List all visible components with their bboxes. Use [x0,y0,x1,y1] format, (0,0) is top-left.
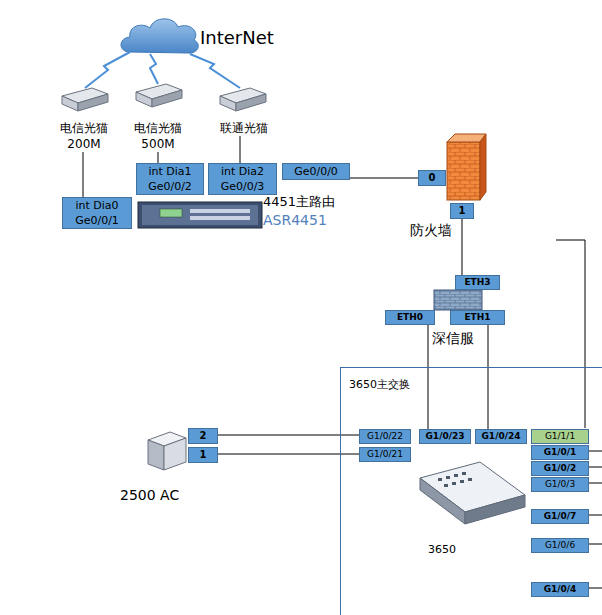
node-text: ETH0 [389,311,431,324]
port-box: ETH1 [450,310,505,325]
node-text: int Dia0 [66,198,128,213]
port-box: G1/0/23 [419,429,471,444]
node-text: G1/0/24 [479,430,523,443]
node-text: 200M [50,136,118,152]
node-text: Ge0/0/1 [66,213,128,228]
node-text: 0 [422,171,442,185]
port-box: G1/0/1 [531,445,589,460]
node-text: ETH1 [454,311,501,324]
node-text: 电信光猫 [124,120,192,136]
device-name: 防火墙 [410,222,452,240]
port-box: G1/0/24 [475,429,527,444]
region-title: 3650主交换 [349,377,601,392]
link-line [428,325,429,429]
modem-node: 联通光猫 [210,120,278,136]
switch-region: 3650主交换 G1/0/22G1/0/21 G1/0/23 G1/0/24 G1/1/… [340,367,602,615]
port-box: 2 [188,428,218,444]
port-box: G1/0/3 [531,477,589,492]
port-box: G1/0/22 [359,429,411,444]
node-text: Ge0/0/0 [286,164,346,179]
link-line [240,136,241,163]
node-text: G1/0/21 [363,448,407,461]
node-text: 500M [124,136,192,152]
link-line [218,435,359,436]
node-text: G1/0/2 [535,462,585,475]
node-text: G1/0/3 [535,478,585,491]
port-box: G1/0/21 [359,447,411,462]
port-box: G1/0/2 [531,461,589,476]
link-line [158,152,159,163]
node-text: G1/1/1 [535,430,585,443]
modem-node: 电信光猫500M [124,120,192,152]
node-text: G1/0/23 [423,430,467,443]
node-text: G1/0/22 [363,430,407,443]
link-line [462,219,463,275]
port-box: Ge0/0/0 [282,163,350,180]
port-box: ETH3 [455,275,500,290]
node-text: Ge0/0/2 [140,179,200,194]
link-line [218,454,359,455]
port-box: 1 [450,203,474,219]
port-box: G1/0/4 [531,582,589,597]
port-box: 0 [418,170,446,186]
modem-node: 电信光猫200M [50,120,118,152]
device-name: 4451主路由 [263,193,335,211]
node-text: Ge0/0/3 [212,179,273,194]
link-line [488,325,489,429]
node-text: 1 [192,448,214,462]
link-line [83,152,84,197]
port-box: ETH0 [385,310,435,325]
device-name: 深信服 [432,330,474,348]
port-box: G1/0/6 [531,538,589,553]
port-box: G1/0/7 [531,509,589,524]
port-box: 1 [188,447,218,463]
device-name: 2500 AC [120,487,179,503]
node-text: G1/0/6 [535,539,585,552]
node-text: int Dia1 [140,164,200,179]
node-text: 联通光猫 [210,120,278,136]
model-name: ASR4451 [263,212,327,228]
port-box: int Dia0Ge0/0/1 [62,197,132,229]
link-line [350,178,418,179]
node-text: G1/0/7 [535,510,585,523]
port-box: int Dia2Ge0/0/3 [208,163,277,195]
node-text: 2 [192,429,214,443]
model-name: 3650 [428,543,456,556]
port-box: int Dia1Ge0/0/2 [136,163,204,195]
node-text: G1/0/4 [535,583,585,596]
port-box: G1/1/1 [531,429,589,444]
internet-label: InterNet [200,27,274,48]
node-text: 电信光猫 [50,120,118,136]
node-text: int Dia2 [212,164,273,179]
node-text: G1/0/1 [535,446,585,459]
node-text: 1 [454,204,470,218]
node-text: ETH3 [459,276,496,289]
